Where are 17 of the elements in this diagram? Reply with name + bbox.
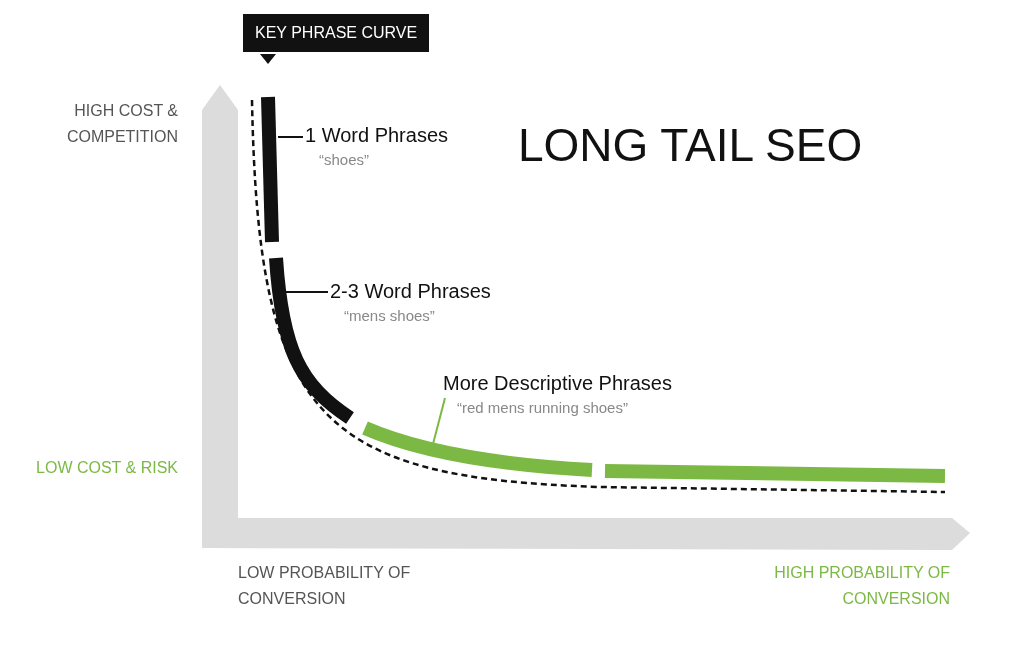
- curve-segment: [261, 96, 279, 243]
- axis-label: LOW COST & RISK: [35, 458, 178, 478]
- leader-line: [277, 136, 304, 138]
- leader-line: [432, 397, 446, 445]
- axis-label: HIGH COST & COMPETITION: [65, 101, 178, 147]
- axis-label: HIGH PROBABILITY OF CONVERSION: [773, 563, 950, 609]
- phrase-heading: 2-3 Word Phrases: [330, 280, 491, 303]
- example-phrase: “mens shoes”: [344, 307, 436, 324]
- axis-label: LOW PROBABILITY OF CONVERSION: [238, 563, 412, 609]
- callout-label: KEY PHRASE CURVE: [243, 14, 430, 52]
- curve-segment: [362, 421, 593, 477]
- example-phrase: “shoes”: [319, 151, 371, 168]
- phrase-heading: More Descriptive Phrases: [443, 372, 672, 395]
- phrase-heading: 1 Word Phrases: [305, 124, 449, 147]
- chart-title: LONG TAIL SEO: [518, 118, 863, 172]
- example-phrase: “red mens running shoes”: [457, 399, 629, 416]
- leader-line: [284, 291, 329, 293]
